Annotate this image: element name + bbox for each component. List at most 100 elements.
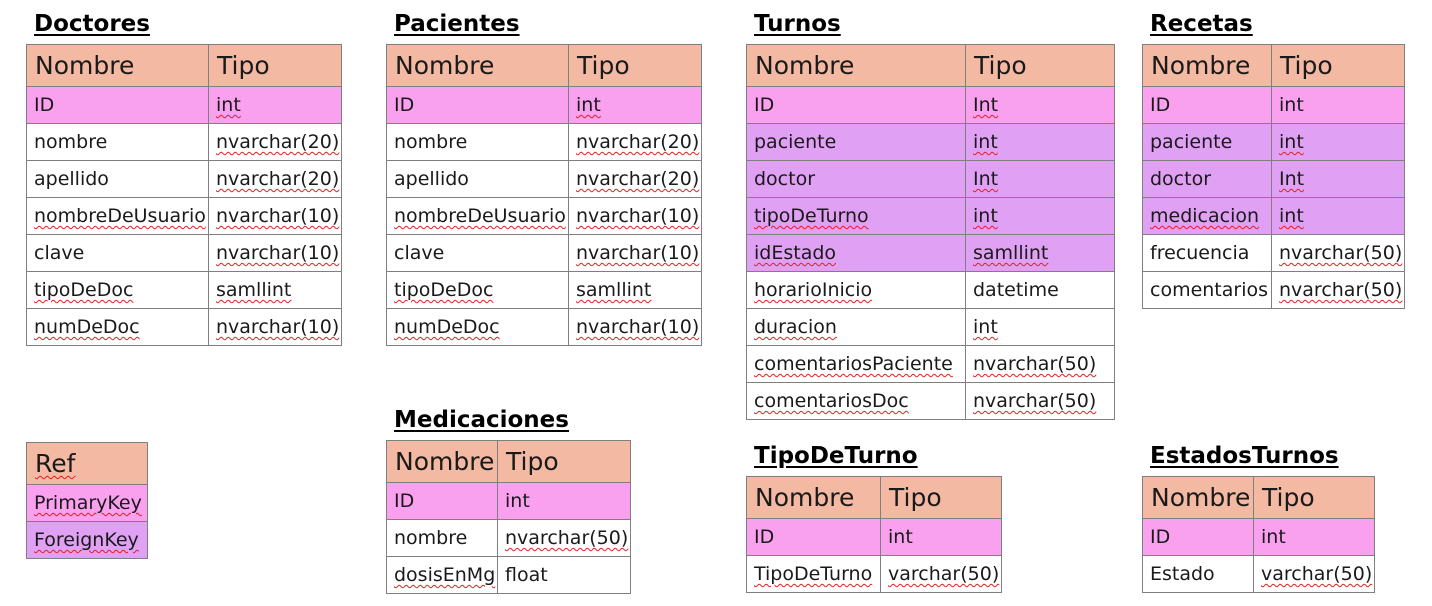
field-type: varchar(50) (1253, 555, 1375, 593)
header-row: Nombre Tipo (26, 44, 342, 87)
field-type: nvarchar(50) (497, 519, 631, 557)
field-name: comentariosDoc (746, 382, 966, 420)
field-type: int (208, 86, 342, 124)
field-name: ID (386, 86, 569, 124)
field-name: ID (26, 86, 209, 124)
field-type: nvarchar(20) (568, 160, 702, 198)
legend-item-foreign-key: ForeignKey (26, 521, 148, 559)
field-name: TipoDeTurno (746, 555, 881, 593)
field-type: nvarchar(10) (208, 308, 342, 346)
field-name: medicacion (1142, 197, 1272, 235)
field-name: nombre (386, 519, 498, 557)
field-type: int (965, 197, 1115, 235)
field-type: Int (1271, 160, 1405, 198)
table-title: Turnos (754, 11, 841, 37)
header-tipo: Tipo (497, 440, 631, 483)
field-name: comentarios (1142, 271, 1272, 309)
field-name: ID (746, 86, 966, 124)
field-type: nvarchar(20) (208, 160, 342, 198)
field-type: Int (965, 160, 1115, 198)
field-type: varchar(50) (880, 555, 1002, 593)
header-row: Nombre Tipo (1142, 476, 1375, 519)
header-row: Nombre Tipo (1142, 44, 1405, 87)
field-name: apellido (386, 160, 569, 198)
field-type: datetime (965, 271, 1115, 309)
field-name: nombreDeUsuario (26, 197, 209, 235)
field-type: int (1271, 197, 1405, 235)
table-title: TipoDeTurno (754, 443, 918, 469)
field-name: doctor (746, 160, 966, 198)
field-type: int (965, 123, 1115, 161)
header-nombre: Nombre (1142, 44, 1272, 87)
legend: Ref PrimaryKey ForeignKey (26, 442, 148, 559)
field-name: frecuencia (1142, 234, 1272, 272)
field-name: nombreDeUsuario (386, 197, 569, 235)
legend-title: Ref (35, 449, 76, 478)
field-name: dosisEnMg (386, 556, 498, 594)
field-type: nvarchar(10) (568, 234, 702, 272)
field-type: nvarchar(10) (568, 197, 702, 235)
legend-header: Ref (26, 442, 148, 485)
field-name: clave (386, 234, 569, 272)
field-type: float (497, 556, 631, 594)
header-tipo: Tipo (208, 44, 342, 87)
header-nombre: Nombre (386, 44, 569, 87)
field-type: nvarchar(50) (1271, 234, 1405, 272)
field-name: tipoDeTurno (746, 197, 966, 235)
field-name: duracion (746, 308, 966, 346)
field-name: comentariosPaciente (746, 345, 966, 383)
field-type: nvarchar(20) (208, 123, 342, 161)
field-name: numDeDoc (386, 308, 569, 346)
field-name: paciente (1142, 123, 1272, 161)
field-type: int (965, 308, 1115, 346)
field-name: doctor (1142, 160, 1272, 198)
field-name: horarioInicio (746, 271, 966, 309)
field-name: apellido (26, 160, 209, 198)
header-nombre: Nombre (26, 44, 209, 87)
field-type: nvarchar(50) (965, 382, 1115, 420)
field-name: tipoDeDoc (26, 271, 209, 309)
header-tipo: Tipo (1271, 44, 1405, 87)
field-name: ID (746, 518, 881, 556)
field-type: int (497, 482, 631, 520)
field-type: int (1271, 123, 1405, 161)
header-row: Nombre Tipo (386, 44, 702, 87)
field-type: nvarchar(20) (568, 123, 702, 161)
header-tipo: Tipo (1253, 476, 1375, 519)
field-type: nvarchar(50) (1271, 271, 1405, 309)
field-name: nombre (386, 123, 569, 161)
table-title: Medicaciones (394, 407, 569, 433)
field-type: samllint (568, 271, 702, 309)
field-name: ID (386, 482, 498, 520)
header-row: Nombre Tipo (746, 44, 1115, 87)
header-nombre: Nombre (746, 476, 881, 519)
field-type: nvarchar(10) (568, 308, 702, 346)
field-type: nvarchar(10) (208, 234, 342, 272)
field-type: nvarchar(50) (965, 345, 1115, 383)
legend-item-primary-key: PrimaryKey (26, 484, 148, 522)
field-name: ID (1142, 86, 1272, 124)
field-name: numDeDoc (26, 308, 209, 346)
